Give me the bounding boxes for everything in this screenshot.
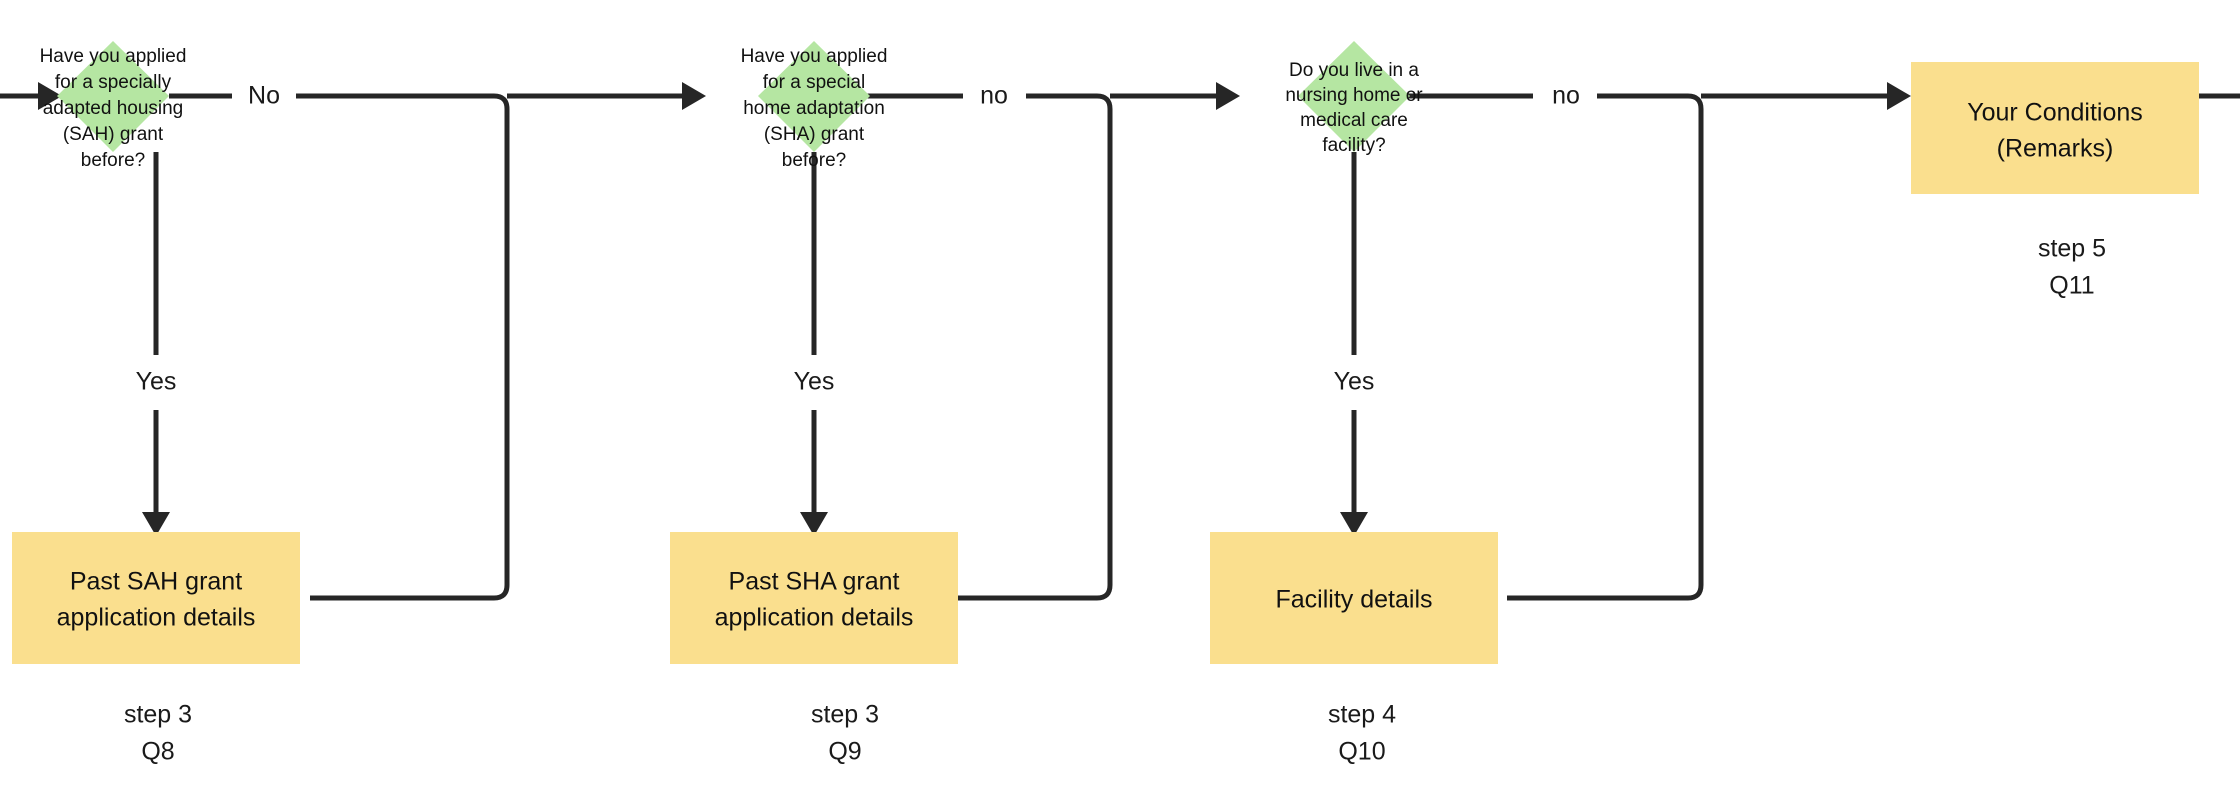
q10-line-4: facility? (1322, 135, 1385, 156)
edge-q9-yes (800, 152, 828, 536)
caption-q10-step: step 4 (1328, 701, 1396, 729)
caption-q11-step: step 5 (2038, 235, 2106, 263)
edge-incoming-to-q8 (0, 82, 62, 110)
q9-line-5: before? (782, 150, 846, 171)
q8-line-1: Have you applied (40, 46, 187, 67)
q8-line-2: for a specially (55, 72, 172, 93)
caption-q9-question: Q9 (828, 738, 861, 766)
node-q9-decision[interactable]: Have you applied for a special home adap… (741, 41, 888, 171)
q9-line-1: Have you applied (741, 46, 888, 67)
facility-line-1: Facility details (1276, 586, 1433, 614)
edge-label-q9-yes: Yes (794, 368, 835, 396)
edge-to-q10 (1110, 82, 1240, 110)
edge-label-q8-no: No (248, 82, 280, 110)
q8-line-4: (SAH) grant (63, 124, 164, 145)
q8-line-3: adapted housing (43, 98, 184, 119)
sah-line-1: Past SAH grant (70, 568, 242, 596)
sha-line-2: application details (715, 604, 914, 632)
edge-label-q9-no: no (980, 82, 1008, 110)
node-facility-details-process[interactable]: Facility details (1210, 532, 1498, 664)
node-conditions-process[interactable]: Your Conditions (Remarks) (1911, 62, 2199, 194)
conditions-line-1: Your Conditions (1967, 99, 2143, 127)
edge-q8-no (169, 93, 510, 601)
edge-label-q10-no: no (1552, 82, 1580, 110)
caption-q11: step 5 Q11 (2038, 235, 2106, 300)
sha-line-1: Past SHA grant (729, 568, 900, 596)
edge-q8-yes (142, 152, 170, 536)
edge-q10-no (1368, 93, 1704, 601)
node-sah-details-process[interactable]: Past SAH grant application details (12, 532, 300, 664)
edge-q10-yes (1340, 152, 1368, 536)
caption-q8-step: step 3 (124, 701, 192, 729)
caption-q11-question: Q11 (2049, 272, 2094, 300)
caption-q8-question: Q8 (141, 738, 174, 766)
sah-line-2: application details (57, 604, 256, 632)
edge-to-conditions (1701, 82, 1911, 110)
q9-line-4: (SHA) grant (764, 124, 865, 145)
node-q8-decision[interactable]: Have you applied for a specially adapted… (40, 41, 187, 171)
edge-label-q10-yes: Yes (1334, 368, 1375, 396)
q9-line-2: for a special (763, 72, 865, 93)
caption-q9: step 3 Q9 (811, 701, 879, 766)
node-q10-decision[interactable]: Do you live in a nursing home or medical… (1285, 41, 1423, 156)
caption-q9-step: step 3 (811, 701, 879, 729)
q10-line-2: nursing home or (1285, 85, 1423, 106)
edge-to-q9 (507, 82, 706, 110)
q10-line-3: medical care (1300, 110, 1408, 131)
conditions-line-2: (Remarks) (1997, 135, 2114, 163)
caption-q10: step 4 Q10 (1328, 701, 1396, 766)
caption-q8: step 3 Q8 (124, 701, 192, 766)
edge-q9-no (630, 93, 1113, 601)
edge-label-q8-yes: Yes (136, 368, 177, 396)
caption-q10-question: Q10 (1338, 738, 1385, 766)
q9-line-3: home adaptation (743, 98, 885, 119)
q8-line-5: before? (81, 150, 145, 171)
q10-line-1: Do you live in a (1289, 60, 1419, 81)
node-sha-details-process[interactable]: Past SHA grant application details (670, 532, 958, 664)
